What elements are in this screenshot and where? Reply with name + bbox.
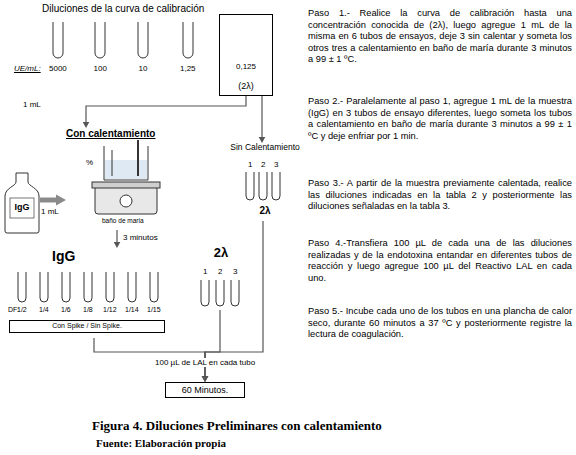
- test-tube: [62, 272, 70, 302]
- edge-label: 1 mL: [22, 100, 42, 109]
- tube-in-bath: [112, 150, 113, 176]
- arrow-head: [114, 242, 121, 248]
- text-label: 1/2: [17, 306, 27, 314]
- text-label: 1/6: [61, 306, 71, 314]
- text-label: 2: [261, 160, 265, 169]
- test-tube: [216, 280, 224, 306]
- node-text: 2λ: [226, 205, 304, 217]
- node-text: Con calentamiento: [66, 128, 155, 140]
- thermometer: [137, 140, 139, 176]
- node-text: %: [86, 158, 93, 167]
- test-tube: [53, 22, 63, 58]
- test-tube: [84, 272, 92, 302]
- connector: [40, 198, 57, 203]
- beaker: [104, 146, 148, 180]
- node-text: IgG: [52, 248, 75, 264]
- test-tube: [106, 272, 114, 302]
- node-text: (2λ): [220, 81, 272, 91]
- connector: [261, 96, 262, 138]
- step-paragraph: Paso 3.- A partir de la muestra previame…: [308, 178, 572, 213]
- node-text: IgG: [4, 202, 40, 212]
- text-label: 10: [139, 64, 148, 73]
- connector: [205, 221, 263, 377]
- process-box: (2λ): [219, 14, 273, 96]
- node-text: Con Spike / Sin Spike.: [10, 322, 164, 330]
- text-label: 1: [203, 267, 207, 276]
- step-paragraph: Paso 2.- Paralelamente al paso 1, agregu…: [308, 96, 572, 142]
- hot-plate-top: [92, 182, 160, 188]
- test-tube: [272, 172, 280, 200]
- text-label: 1/12: [103, 306, 117, 314]
- text-label: Diluciones de la curva de calibración: [42, 3, 204, 15]
- text-label: 100 µL de LAL en cada tubo: [153, 358, 257, 367]
- test-tube: [18, 272, 26, 302]
- text-label: 1/15: [147, 306, 161, 314]
- step-paragraph: Paso 1.- Realice la curva de calibración…: [308, 8, 572, 66]
- text-label: 1/8: [83, 306, 93, 314]
- process-box: Con Spike / Sin Spike.: [9, 320, 165, 333]
- step-paragraph: Paso 4.-Transfiera 100 µL de cada una de…: [308, 238, 572, 284]
- test-tube: [40, 272, 48, 302]
- edge-label: 1 mL: [40, 207, 60, 216]
- node-text: 2λ: [190, 246, 252, 261]
- text-label: 1/4: [39, 306, 49, 314]
- hot-plate-knob: [120, 195, 132, 207]
- node-group: Sin Calentamiento 2λ: [226, 143, 304, 221]
- test-tube: [95, 22, 105, 58]
- text-label: 5000: [49, 64, 67, 73]
- test-tube: [150, 272, 158, 302]
- node-group: IgG Con Spike / Sin Spike.: [8, 248, 180, 338]
- connector: [116, 230, 117, 243]
- text-label: 1: [248, 160, 252, 169]
- text-label: 1,25: [180, 64, 196, 73]
- test-tube: [259, 172, 267, 200]
- step-paragraph: Paso 5.- Incube cada uno de los tubos en…: [308, 306, 572, 341]
- text-label: UE/mL:: [14, 64, 41, 73]
- text-label: 2: [218, 267, 222, 276]
- figure-caption: Figura 4. Diluciones Preliminares con ca…: [92, 419, 382, 434]
- process-box: 60 Minutos.: [165, 382, 245, 398]
- bottle-shape: [5, 173, 39, 233]
- connector: [86, 96, 246, 123]
- test-tube: [128, 272, 136, 302]
- node-text: 60 Minutos.: [166, 385, 244, 395]
- hot-plate-body: [95, 186, 157, 214]
- text-label: 3: [233, 267, 237, 276]
- text-label: 3: [274, 160, 278, 169]
- node-text: baño de maria: [102, 217, 144, 224]
- test-tube: [246, 172, 254, 200]
- node-group: IgG: [4, 172, 40, 234]
- node-text: Sin Calentamiento: [226, 143, 304, 153]
- text-label: 100: [94, 64, 107, 73]
- test-tube: [231, 280, 239, 306]
- test-tube: [138, 22, 148, 58]
- node-group: Con calentamiento% baño de maria: [66, 128, 176, 230]
- test-tube: [201, 280, 209, 306]
- text-label: Fuente: Elaboración propia: [96, 437, 226, 450]
- node-group: 2λ: [190, 246, 252, 310]
- arrow-head: [83, 122, 90, 128]
- edge-label: 3 minutos: [122, 233, 159, 242]
- arrow-head: [56, 195, 66, 206]
- text-label: 1/14: [125, 306, 139, 314]
- text-label: 0,125: [236, 62, 256, 71]
- beaker-water: [105, 160, 147, 179]
- test-tube: [183, 22, 193, 58]
